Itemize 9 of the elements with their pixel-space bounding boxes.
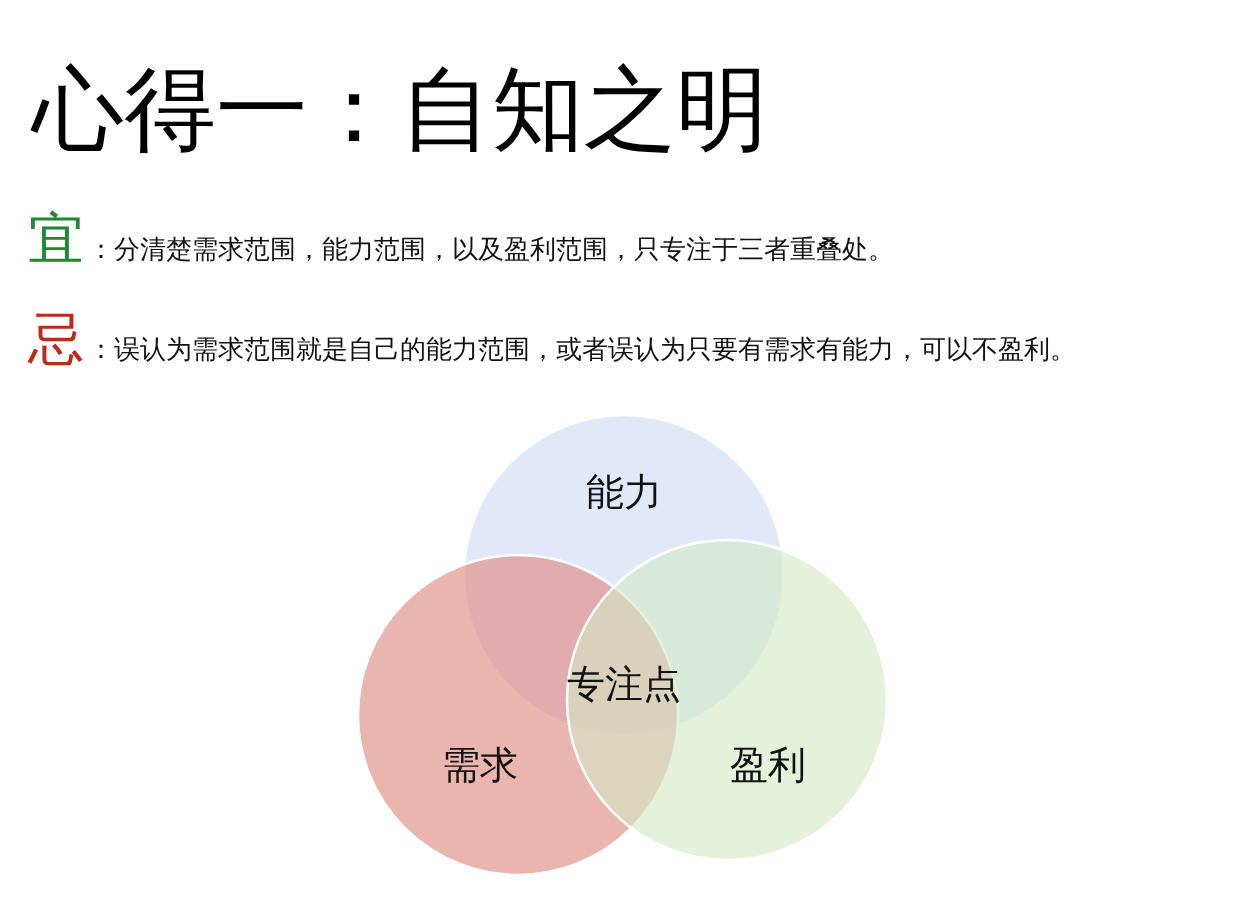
circle-label: 能力 <box>586 468 662 516</box>
rule-text: ：分清楚需求范围，能力范围，以及盈利范围，只专注于三者重叠处。 <box>88 233 894 266</box>
page-title: 心得一：自知之明 <box>32 55 768 165</box>
overlap-label: 专注点 <box>567 660 681 708</box>
circle-label: 需求 <box>442 741 518 789</box>
rule-text: ：误认为需求范围就是自己的能力范围，或者误认为只要有需求有能力，可以不盈利。 <box>88 333 1076 366</box>
circle-label: 盈利 <box>730 741 806 789</box>
keyword-label: 宜 <box>28 205 84 273</box>
keyword-label: 忌 <box>28 305 84 373</box>
